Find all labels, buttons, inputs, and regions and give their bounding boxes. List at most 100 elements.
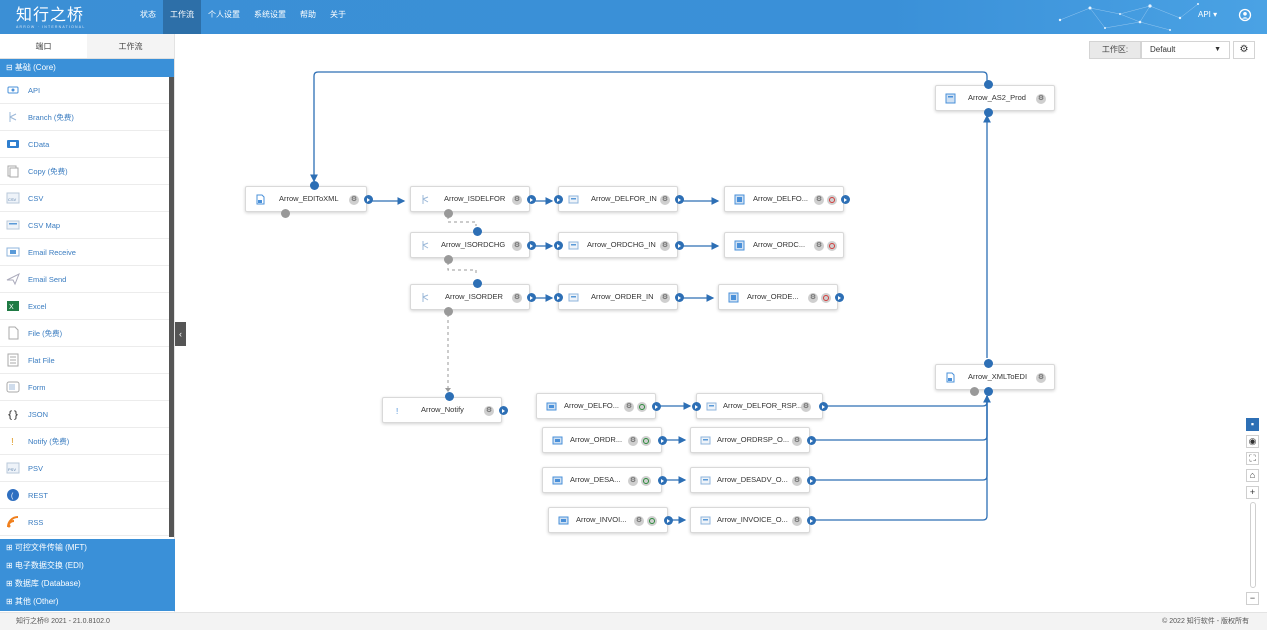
output-port[interactable] bbox=[807, 436, 816, 445]
tab-workflows[interactable]: 工作流 bbox=[87, 34, 174, 58]
gear-icon[interactable]: ⚙ bbox=[660, 293, 670, 303]
gear-icon[interactable]: ⚙ bbox=[484, 406, 494, 416]
output-port[interactable] bbox=[984, 359, 993, 368]
zoom-out-button[interactable]: − bbox=[1246, 592, 1259, 605]
connector-item-form[interactable]: Form bbox=[0, 374, 169, 401]
input-port[interactable] bbox=[445, 392, 454, 401]
gear-icon[interactable]: ⚙ bbox=[792, 516, 802, 526]
gear-icon[interactable]: ⚙ bbox=[814, 195, 824, 205]
gear-icon[interactable]: ⚙ bbox=[512, 241, 522, 251]
zoom-slider[interactable] bbox=[1250, 502, 1256, 588]
workflow-node[interactable]: Arrow_DESADV_O... ⚙ bbox=[690, 467, 816, 493]
workflow-node[interactable]: Arrow_EDIToXML ⚙ bbox=[245, 181, 373, 218]
workspace-settings-button[interactable]: ⚙ bbox=[1233, 41, 1255, 59]
nav-help[interactable]: 帮助 bbox=[300, 10, 316, 19]
error-port[interactable] bbox=[281, 209, 290, 218]
gear-icon[interactable]: ⚙ bbox=[634, 516, 644, 526]
error-port[interactable] bbox=[444, 209, 453, 218]
connector-item-rest[interactable]: ( REST bbox=[0, 482, 169, 509]
gear-icon[interactable]: ⚙ bbox=[1036, 94, 1046, 104]
workflow-node[interactable]: Arrow_ORDR... ⚙ bbox=[542, 427, 667, 453]
output-port[interactable] bbox=[527, 293, 536, 302]
input-port[interactable] bbox=[692, 402, 701, 411]
nav-status[interactable]: 状态 bbox=[140, 10, 156, 19]
preview-button[interactable]: ◉ bbox=[1246, 435, 1259, 448]
connector-item-api[interactable]: API bbox=[0, 77, 169, 104]
workflow-node[interactable]: Arrow_ISORDER ⚙ bbox=[410, 279, 536, 316]
output-port[interactable] bbox=[819, 402, 828, 411]
output-port[interactable] bbox=[807, 516, 816, 525]
output-port[interactable] bbox=[658, 436, 667, 445]
fit-to-screen-button[interactable]: ⛶ bbox=[1246, 452, 1259, 465]
error-port[interactable] bbox=[444, 255, 453, 264]
gear-icon[interactable]: ⚙ bbox=[792, 476, 802, 486]
gear-icon[interactable]: ⚙ bbox=[808, 293, 818, 303]
gear-icon[interactable]: ⚙ bbox=[814, 241, 824, 251]
output-port[interactable] bbox=[527, 195, 536, 204]
connector-item-excel[interactable]: X Excel bbox=[0, 293, 169, 320]
gear-icon[interactable]: ⚙ bbox=[660, 195, 670, 205]
output-port[interactable] bbox=[675, 241, 684, 250]
nav-system-settings[interactable]: 系统设置 bbox=[254, 10, 286, 19]
zoom-in-button[interactable]: + bbox=[1246, 486, 1259, 499]
workspace-select[interactable]: Default ▼ bbox=[1141, 41, 1230, 59]
output-port[interactable] bbox=[835, 293, 844, 302]
workflow-node[interactable]: Arrow_DESA... ⚙ bbox=[542, 467, 667, 493]
input-port[interactable] bbox=[984, 387, 993, 396]
connector-item-rss[interactable]: RSS bbox=[0, 509, 169, 536]
output-port[interactable] bbox=[499, 406, 508, 415]
group-core[interactable]: ⊟ 基础 (Core) bbox=[0, 59, 174, 77]
group-database[interactable]: ⊞ 数据库 (Database) bbox=[0, 575, 175, 593]
save-button[interactable]: ▪ bbox=[1246, 418, 1259, 431]
workflow-node[interactable]: Arrow_ORDC... ⚙ bbox=[724, 232, 844, 258]
logo[interactable]: 知行之桥 ARROW · INTERNATIONAL bbox=[16, 6, 85, 30]
input-port[interactable] bbox=[473, 279, 482, 288]
output-port[interactable] bbox=[527, 241, 536, 250]
workflow-node[interactable]: Arrow_XMLToEDI ⚙ bbox=[935, 359, 1055, 396]
output-port[interactable] bbox=[807, 476, 816, 485]
connector-item-email-send[interactable]: Email Send bbox=[0, 266, 169, 293]
group-mft[interactable]: ⊞ 可控文件传输 (MFT) bbox=[0, 539, 175, 557]
nav-workflow[interactable]: 工作流 bbox=[163, 0, 201, 34]
output-port[interactable] bbox=[658, 476, 667, 485]
output-port[interactable] bbox=[364, 195, 373, 204]
input-port[interactable] bbox=[984, 108, 993, 117]
nav-about[interactable]: 关于 bbox=[330, 10, 346, 19]
connector-item-flat-file[interactable]: Flat File bbox=[0, 347, 169, 374]
workflow-node[interactable]: Arrow_DELFOR_RSP... ⚙ bbox=[692, 393, 828, 419]
workflow-node[interactable]: Arrow_ORDRSP_O... ⚙ bbox=[690, 427, 816, 453]
output-port[interactable] bbox=[984, 80, 993, 89]
workflow-node[interactable]: Arrow_ORDCHG_IN ⚙ bbox=[554, 232, 684, 258]
home-button[interactable]: ⌂ bbox=[1246, 469, 1259, 482]
output-port[interactable] bbox=[841, 195, 850, 204]
gear-icon[interactable]: ⚙ bbox=[512, 293, 522, 303]
connector-item-copy[interactable]: Copy (免费) bbox=[0, 158, 169, 185]
workflow-node[interactable]: Arrow_ORDE... ⚙ bbox=[718, 284, 844, 310]
input-port[interactable] bbox=[473, 227, 482, 236]
api-menu[interactable]: API ▾ bbox=[1198, 10, 1218, 19]
connector-item-notify[interactable]: ! Notify (免费) bbox=[0, 428, 169, 455]
connector-item-json[interactable]: {} JSON bbox=[0, 401, 169, 428]
connector-item-cdata[interactable]: CData bbox=[0, 131, 169, 158]
connector-item-email-receive[interactable]: Email Receive bbox=[0, 239, 169, 266]
output-port[interactable] bbox=[675, 195, 684, 204]
workflow-node[interactable]: Arrow_ISDELFOR ⚙ bbox=[410, 186, 536, 218]
workflow-node[interactable]: Arrow_ORDER_IN ⚙ bbox=[554, 284, 684, 310]
gear-icon[interactable]: ⚙ bbox=[512, 195, 522, 205]
workflow-node[interactable]: Arrow_INVOICE_O... ⚙ bbox=[690, 507, 816, 533]
gear-icon[interactable]: ⚙ bbox=[801, 402, 811, 412]
gear-icon[interactable]: ⚙ bbox=[792, 436, 802, 446]
gear-icon[interactable]: ⚙ bbox=[628, 436, 638, 446]
output-port[interactable] bbox=[664, 516, 673, 525]
connector-item-branch[interactable]: Branch (免费) bbox=[0, 104, 169, 131]
group-other[interactable]: ⊞ 其他 (Other) bbox=[0, 593, 175, 611]
nav-personal-settings[interactable]: 个人设置 bbox=[208, 10, 240, 19]
workflow-node[interactable]: Arrow_INVOI... ⚙ bbox=[548, 507, 673, 533]
input-port[interactable] bbox=[310, 181, 319, 190]
user-icon[interactable] bbox=[1238, 8, 1252, 22]
output-port[interactable] bbox=[652, 402, 661, 411]
connector-item-csv-map[interactable]: CSV Map bbox=[0, 212, 169, 239]
connector-item-file[interactable]: File (免费) bbox=[0, 320, 169, 347]
output-port[interactable] bbox=[675, 293, 684, 302]
group-edi[interactable]: ⊞ 电子数据交换 (EDI) bbox=[0, 557, 175, 575]
